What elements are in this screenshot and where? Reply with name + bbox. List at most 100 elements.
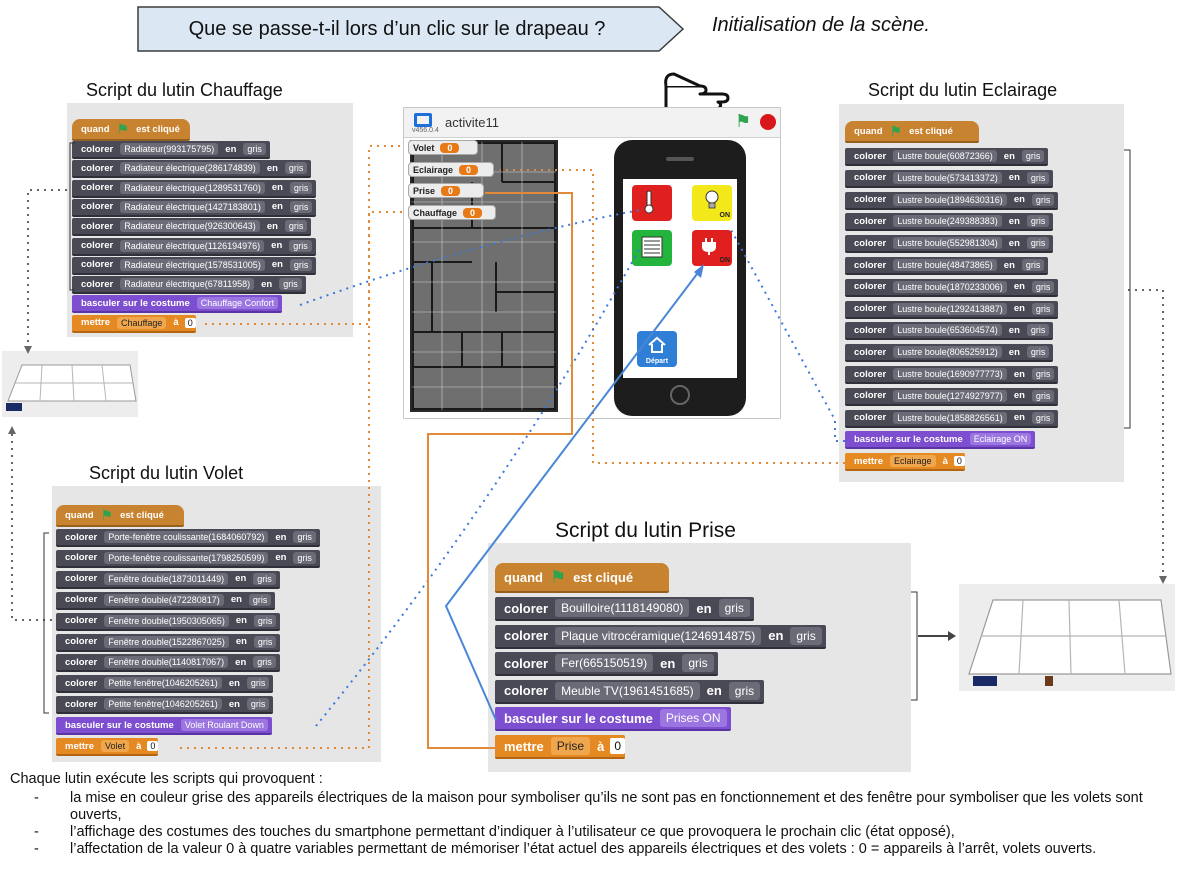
- block-keyword: quand: [65, 509, 94, 521]
- object-dropdown: Lustre boule(573413372): [893, 171, 1002, 184]
- object-dropdown: Petite fenêtre(1046205261): [104, 677, 222, 690]
- color-dropdown: gris: [1031, 193, 1055, 206]
- color-dropdown: gris: [728, 681, 761, 700]
- block-keyword: en: [1008, 237, 1020, 249]
- block-keyword: quand: [504, 569, 543, 585]
- object-dropdown: Fenêtre double(1950305065): [104, 614, 229, 627]
- phone-button-light[interactable]: ON: [692, 185, 732, 221]
- block-keyword: en: [1008, 215, 1020, 227]
- block-keyword: colorer: [854, 281, 887, 293]
- phone-button-shutter[interactable]: [632, 230, 672, 266]
- green-flag-icon[interactable]: ⚑: [735, 111, 752, 131]
- color-dropdown: gris: [1031, 411, 1055, 424]
- block-keyword: colorer: [854, 303, 887, 315]
- stop-icon[interactable]: [760, 114, 776, 130]
- when-flag-clicked-block[interactable]: quand⚑est cliqué: [56, 505, 184, 527]
- phone-button-home[interactable]: Départ: [637, 331, 677, 367]
- phone-button-plug[interactable]: ON: [692, 230, 732, 266]
- when-flag-clicked-block[interactable]: quand⚑est cliqué: [72, 119, 190, 141]
- when-flag-clicked-block[interactable]: quand⚑est cliqué: [845, 121, 979, 143]
- block-keyword: basculer sur le costume: [854, 433, 963, 445]
- project-name: activite11: [445, 115, 499, 130]
- block-keyword: colorer: [504, 655, 549, 671]
- block-keyword: colorer: [81, 143, 114, 155]
- when-flag-clicked-block[interactable]: quand⚑est cliqué: [495, 563, 669, 593]
- object-dropdown: Radiateur électrique(1289531760): [120, 181, 265, 194]
- block-keyword: colorer: [81, 278, 114, 290]
- object-dropdown: Lustre boule(806525912): [893, 346, 1002, 359]
- volet-bracket: [43, 532, 49, 714]
- fullscreen-icon[interactable]: [414, 113, 432, 127]
- house-3d-thumbnail-right: [959, 584, 1175, 691]
- block-keyword: en: [696, 600, 712, 616]
- color-dropdown: gris: [790, 626, 822, 645]
- chauffage-house-connector: [27, 189, 67, 348]
- object-dropdown: Lustre boule(1274927977): [893, 389, 1007, 402]
- block-keyword: mettre: [81, 317, 111, 329]
- color-dropdown: gris: [293, 531, 316, 543]
- color-dropdown: gris: [1021, 150, 1045, 162]
- block-keyword: en: [1008, 172, 1020, 184]
- object-dropdown: Plaque vitrocéramique(1246914875): [555, 626, 762, 645]
- home-icon: [648, 336, 666, 353]
- block-keyword: colorer: [854, 368, 887, 380]
- project-version: v456.0.4: [412, 127, 439, 134]
- color-dropdown: gris: [1031, 302, 1055, 315]
- object-dropdown: Lustre boule(1858826561): [893, 411, 1007, 424]
- object-dropdown: Lustre boule(60872366): [893, 150, 997, 162]
- block-keyword: en: [1003, 150, 1015, 162]
- block-keyword: colorer: [854, 259, 887, 271]
- prise-bracket: [911, 591, 918, 701]
- eclairage-house-connector: [1128, 289, 1164, 578]
- light-bulb-icon: [705, 190, 719, 209]
- value-input: 0: [953, 456, 965, 467]
- block-keyword: mettre: [854, 455, 884, 467]
- phone-button-heating[interactable]: [632, 185, 672, 221]
- variable-dropdown: Chauffage: [117, 316, 167, 329]
- block-keyword: colorer: [65, 698, 98, 710]
